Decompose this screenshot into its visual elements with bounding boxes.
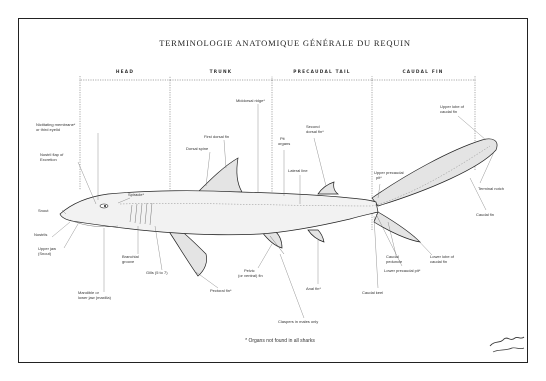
label-upper-jaw: Upper jaw(Snout) [38,246,56,256]
label-caudal-keel: Caudal keel [362,290,383,295]
label-first-dorsal-fin: First dorsal fin [204,134,229,139]
section-head: HEAD [116,69,134,75]
label-nictitating-membrane: Nictitating membrane*or third eyelid [36,122,76,132]
label-pelvic-fin: Pelvic(or ventral) fin [238,268,263,278]
shark-body [60,191,378,235]
label-spiracle: Spiracle* [128,192,144,197]
signature-logo [490,337,524,352]
lower-caudal-lobe [374,212,420,242]
label-middorsal-ridge: Middorsal ridge* [236,98,265,103]
label-claspers: Claspers in males only [278,319,318,324]
anal-fin [308,230,324,242]
diagram-title: TERMINOLOGIE ANATOMIQUE GÉNÉRALE DU REQU… [159,38,411,48]
section-caudal-fin: CAUDAL FIN [402,69,443,75]
footnote: * Organs not found in all sharks [245,338,315,344]
pelvic-fin [262,232,282,248]
first-dorsal-fin [198,158,242,192]
section-trunk: TRUNK [210,69,233,75]
label-gills: Gills (5 to 7) [146,270,168,275]
label-lower-precaudal-pit: Lower precaudal pit* [384,268,421,273]
section-precaudal-tail: PRECAUDAL TAIL [293,69,350,75]
label-pectoral-fin: Pectoral fin* [210,288,232,293]
label-nostrils: Nostrils [34,232,47,237]
label-lateral-line: Lateral line [288,168,308,173]
label-caudal-fin: Caudal fin [476,212,494,217]
label-terminal-notch: Terminal notch [478,186,504,191]
second-dorsal-fin [318,182,338,194]
label-dorsal-spine: Dorsal spine [186,146,209,151]
label-snout: Snout [38,208,49,213]
label-anal-fin: Anal fin* [306,286,321,291]
pectoral-fin [168,230,207,276]
